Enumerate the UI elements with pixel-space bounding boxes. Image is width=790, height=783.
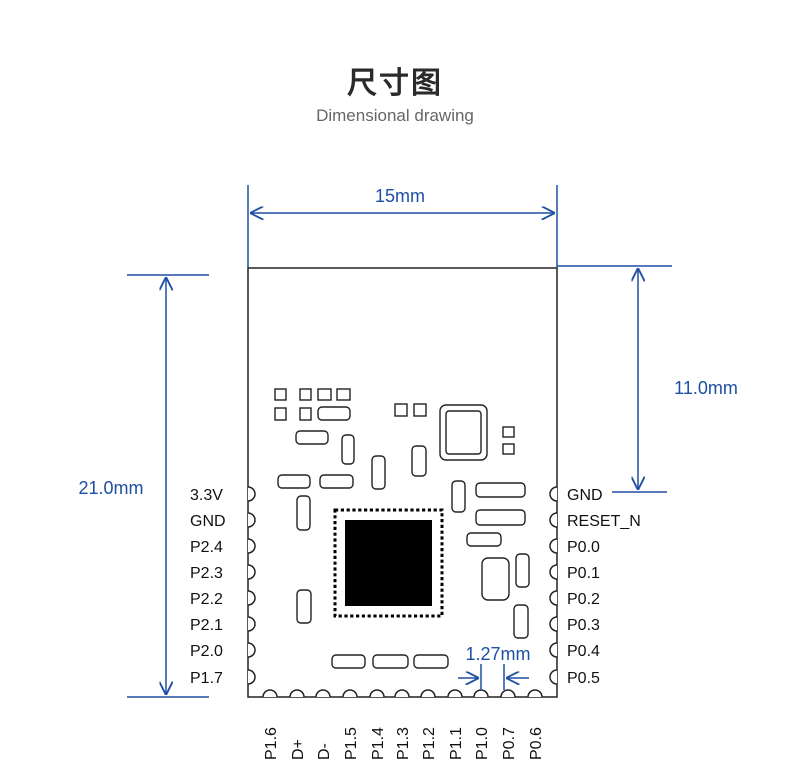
pin-label-bottom: P1.0: [474, 727, 491, 760]
pitch-label: 1.27mm: [465, 644, 530, 664]
pin-label-right: P0.0: [567, 539, 600, 556]
pin-label-bottom: P1.6: [263, 727, 280, 760]
castellated-hole-bottom: [527, 689, 543, 698]
pin-label-right: P0.1: [567, 565, 600, 582]
castellated-hole-right: [549, 590, 558, 606]
pin-label-right: GND: [567, 487, 603, 504]
castellated-hole-bottom: [342, 689, 358, 698]
pin-label-right: P0.5: [567, 670, 600, 687]
castellated-hole-left: [247, 642, 256, 658]
castellated-hole-bottom: [447, 689, 463, 698]
castellated-hole-right: [549, 642, 558, 658]
castellated-hole-bottom: [500, 689, 516, 698]
castellated-hole-bottom: [394, 689, 410, 698]
pin-label-right: P0.4: [567, 643, 600, 660]
bottom-pin-labels: P1.6 D+ D- P1.5 P1.4 P1.3 P1.2 P1.1 P1.0 P0.7 P0.6: [263, 727, 545, 760]
castellated-hole-left: [247, 486, 256, 502]
height-dimension: 21.0mm: [78, 274, 209, 698]
castellated-hole-bottom: [262, 689, 278, 698]
antenna-dimension: 11.0mm: [557, 265, 738, 493]
pin-label-bottom: P1.4: [370, 727, 387, 760]
castellated-hole-left: [247, 590, 256, 606]
left-pin-labels: 3.3V GND P2.4P2.3P2.2P2.1P2.0P1.7: [190, 487, 226, 687]
castellated-hole-left: [247, 512, 256, 528]
castellated-hole-left: [247, 538, 256, 554]
pin-label-bottom: P0.6: [528, 727, 545, 760]
pin-label-bottom: D+: [290, 739, 307, 760]
castellated-hole-right: [549, 564, 558, 580]
castellated-hole-left: [247, 669, 256, 685]
castellated-hole-right: [549, 538, 558, 554]
pin-label-bottom: P0.7: [501, 727, 518, 760]
page-subtitle: Dimensional drawing: [316, 106, 474, 125]
castellated-hole-left: [247, 564, 256, 580]
pin-label-right: P0.2: [567, 591, 600, 608]
pin-label-left: P2.3: [190, 565, 223, 582]
pin-label-right: P0.3: [567, 617, 600, 634]
castellated-hole-bottom: [369, 689, 385, 698]
pin-label-left: GND: [190, 513, 226, 530]
pin-label-bottom: D-: [316, 743, 333, 760]
pin-label-bottom: P1.3: [395, 727, 412, 760]
pin-label-left: P2.4: [190, 539, 223, 556]
antenna-offset-label: 11.0mm: [674, 378, 738, 398]
module-outline: [247, 267, 558, 698]
height-label: 21.0mm: [78, 478, 143, 498]
main-chip: [333, 508, 444, 618]
pin-label-right: RESET_N: [567, 513, 641, 530]
castellated-hole-bottom: [473, 689, 489, 698]
castellated-hole-right: [549, 616, 558, 632]
pin-label-left: P1.7: [190, 670, 223, 687]
castellated-hole-right: [549, 669, 558, 685]
castellated-hole-left: [247, 616, 256, 632]
pin-label-bottom: P1.2: [421, 727, 438, 760]
width-dimension: 15mm: [247, 185, 558, 268]
castellated-hole-right: [549, 512, 558, 528]
castellated-hole-bottom: [289, 689, 305, 698]
pin-label-left: P2.2: [190, 591, 223, 608]
castellated-hole-right: [549, 486, 558, 502]
castellated-hole-bottom: [420, 689, 436, 698]
pitch-dimension: 1.27mm: [458, 644, 531, 690]
pin-label-left: P2.0: [190, 643, 223, 660]
pin-label-bottom: P1.5: [343, 727, 360, 760]
page-title: 尺寸图: [347, 66, 443, 101]
pin-label-left: 3.3V: [190, 487, 223, 504]
width-label: 15mm: [375, 186, 425, 206]
pin-label-left: P2.1: [190, 617, 223, 634]
right-pin-labels: GND RESET_N P0.0P0.1P0.2P0.3P0.4P0.5: [567, 487, 641, 687]
castellated-hole-bottom: [315, 689, 331, 698]
component-footprints: [274, 388, 530, 669]
castellated-pads: [247, 486, 558, 698]
pin-label-bottom: P1.1: [448, 727, 465, 760]
